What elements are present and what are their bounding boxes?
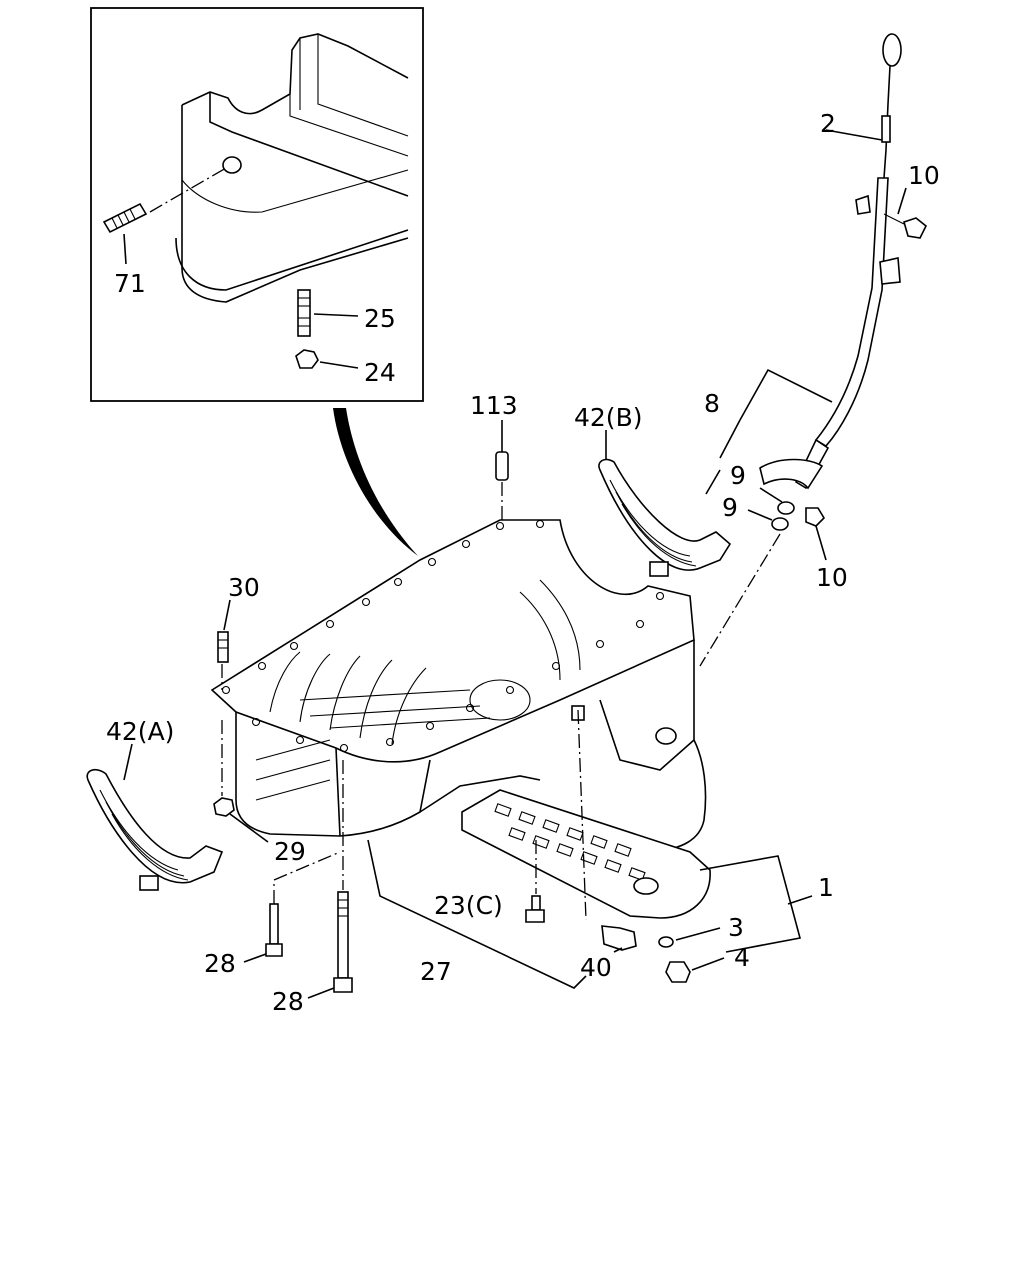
callout-10-upper: 10 xyxy=(908,161,940,190)
bolt-28-short xyxy=(243,851,341,963)
dipstick-loop xyxy=(882,33,902,67)
callout-24: 24 xyxy=(364,358,396,387)
callout-42a: 42(A) xyxy=(106,717,174,746)
drain-plug-4 xyxy=(665,957,725,983)
stud-25 xyxy=(297,289,359,337)
stud-30 xyxy=(217,599,231,690)
assembly-bracket-27 xyxy=(367,839,587,989)
dipstick-assembly: 2 10 8 9 9 10 xyxy=(699,33,940,667)
callout-2: 2 xyxy=(820,109,836,138)
callout-40: 40 xyxy=(580,953,612,982)
bearing-cap-42a xyxy=(86,743,224,891)
callout-23c: 23(C) xyxy=(434,891,503,920)
callout-29: 29 xyxy=(274,837,306,866)
assembly-bracket-1 xyxy=(699,855,801,953)
callout-42b: 42(B) xyxy=(574,403,642,432)
callout-30: 30 xyxy=(228,573,260,602)
callout-25: 25 xyxy=(364,304,396,333)
inset-frame xyxy=(90,7,424,402)
flange-bolt-holes xyxy=(221,519,665,753)
washer-9-lower xyxy=(771,517,789,531)
callout-27: 27 xyxy=(420,957,452,986)
stud-71 xyxy=(102,202,148,265)
washer-9-upper xyxy=(777,501,795,515)
callout-9-upper: 9 xyxy=(730,461,746,490)
inset-detail: 71 25 24 xyxy=(90,7,424,402)
bearing-cap-42b xyxy=(598,430,732,577)
oil-pan-flange xyxy=(210,519,695,763)
bolt-23c xyxy=(525,840,545,923)
dipstick-guide-tube xyxy=(814,177,889,448)
nut-29 xyxy=(213,720,269,843)
washer-3 xyxy=(658,927,721,948)
drain-tray-slots xyxy=(494,803,646,881)
nut-24 xyxy=(295,349,359,369)
bolt-10-upper xyxy=(903,217,928,239)
callout-71: 71 xyxy=(114,269,146,298)
callout-10-lower: 10 xyxy=(816,563,848,592)
callout-8: 8 xyxy=(704,389,720,418)
callout-28-lower: 28 xyxy=(272,987,304,1016)
inset-block-casting xyxy=(149,33,409,303)
callout-113: 113 xyxy=(470,391,518,420)
callout-4: 4 xyxy=(734,943,750,972)
detail-pointer-arc xyxy=(333,408,418,556)
oil-pan-body xyxy=(210,519,711,919)
dowel-113 xyxy=(495,420,509,520)
callout-9-lower: 9 xyxy=(722,493,738,522)
plug-40 xyxy=(577,709,637,953)
bolt-10-lower xyxy=(805,507,826,527)
callout-28-upper: 28 xyxy=(204,949,236,978)
callout-3: 3 xyxy=(728,913,744,942)
bolt-28-long xyxy=(307,760,353,999)
callout-1: 1 xyxy=(818,873,834,902)
